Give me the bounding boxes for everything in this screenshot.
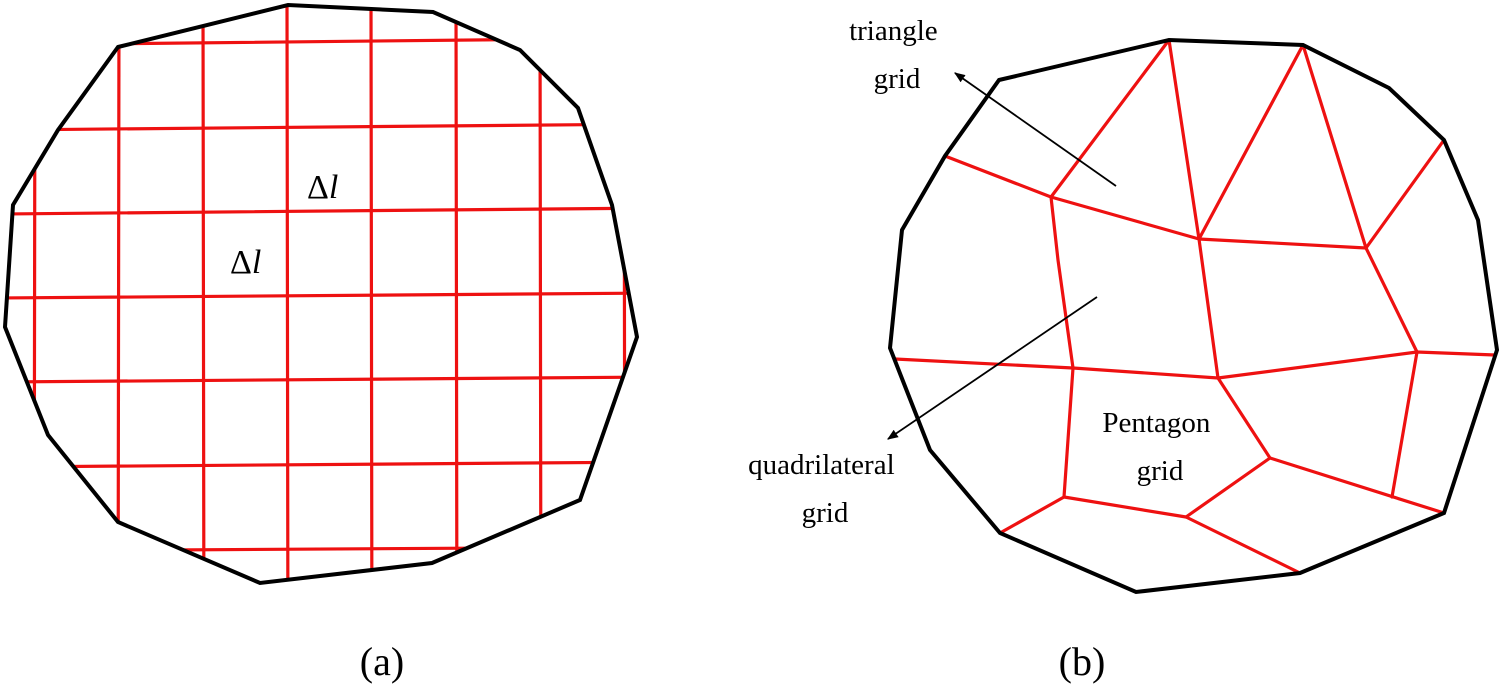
triangle-grid-label: triangle grid <box>849 15 945 95</box>
grid-edge <box>1049 195 1075 370</box>
panel-a: Δl Δl (a) <box>2 2 640 684</box>
pentagon-label-line1: Pentagon <box>1102 407 1210 439</box>
triangle-label-line1: triangle <box>849 15 938 47</box>
triangle-pointer-arrow <box>954 72 1117 187</box>
grid-vertical-line <box>454 5 459 583</box>
grid-edge <box>1364 246 1419 354</box>
pentagon-grid-label: Pentagon grid <box>1102 407 1217 487</box>
domain-outline-a <box>2 2 640 586</box>
spacing-variable: l <box>329 169 338 206</box>
grid-horizontal-line <box>5 460 637 469</box>
grid-edge <box>1197 237 1220 380</box>
grid-edge <box>943 138 1446 250</box>
grid-vertical-line <box>201 5 206 583</box>
grid-horizontal-line <box>5 375 637 384</box>
panel-caption-a: (a) <box>360 639 404 684</box>
grid-edge <box>1390 350 1419 499</box>
grid-spacing-label-vertical: Δl <box>230 244 261 281</box>
grid-vertical-line <box>116 5 121 583</box>
delta-symbol: Δ <box>230 244 252 281</box>
grid-horizontal-line <box>5 122 637 132</box>
grid-edge <box>1049 38 1368 250</box>
grid-horizontal-line <box>5 545 637 553</box>
delta-symbol: Δ <box>307 169 329 206</box>
domain-outline-b <box>887 37 1500 595</box>
grid-horizontal-line <box>5 206 637 216</box>
grid-vertical-line <box>369 5 374 583</box>
quadrilateral-label-line1: quadrilateral <box>748 449 895 481</box>
quadrilateral-grid-label: quadrilateral grid <box>748 449 902 529</box>
spacing-variable: l <box>252 244 261 281</box>
grid-edge <box>1184 515 1302 575</box>
pentagon-label-line2: grid <box>1137 455 1184 487</box>
mixed-polygon-grid <box>893 38 1497 575</box>
grid-spacing-label-horizontal: Δl <box>307 169 338 206</box>
grid-horizontal-line <box>5 36 637 47</box>
quadrilateral-pointer-arrow <box>887 296 1098 440</box>
grid-vertical-line <box>285 5 290 583</box>
triangle-label-line2: grid <box>874 63 921 95</box>
panel-b: triangle grid quadrilateral grid Pentago… <box>748 15 1500 684</box>
panel-caption-b: (b) <box>1059 639 1106 684</box>
grid-edge <box>1062 366 1075 499</box>
quadrilateral-label-line2: grid <box>802 497 849 529</box>
grid-vertical-line <box>32 5 37 583</box>
grid-vertical-line <box>622 5 627 583</box>
grid-edge <box>1216 376 1272 460</box>
grid-horizontal-line <box>5 291 637 300</box>
uniform-grid <box>5 5 637 583</box>
grid-vertical-line <box>538 5 543 583</box>
